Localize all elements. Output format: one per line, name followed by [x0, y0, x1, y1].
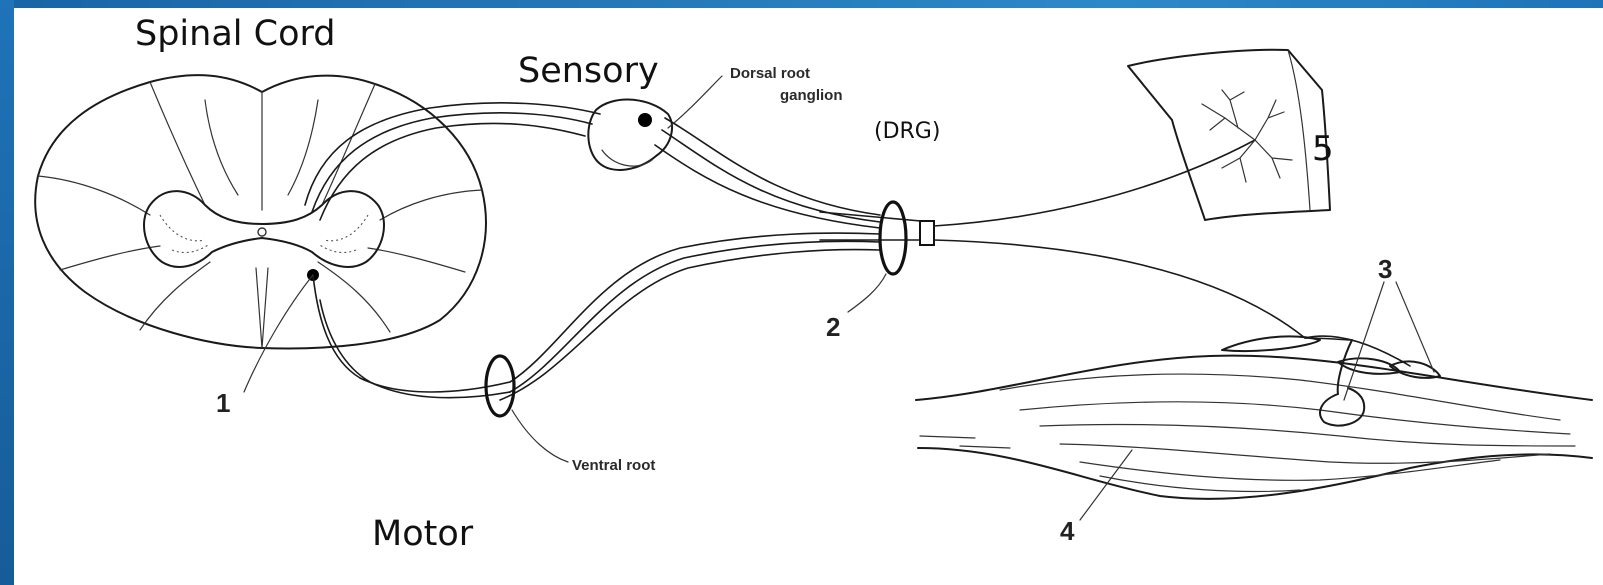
sensory-nerve-branch: [934, 140, 1255, 226]
muscle-top-edge: [916, 356, 1592, 400]
nerve-fiber: [820, 212, 932, 222]
dorsal-root-leader: [668, 76, 722, 128]
muscle-fiber: [1060, 444, 1550, 463]
label-4-leader: [1080, 450, 1132, 520]
receptor-branches: [1202, 90, 1292, 182]
label-2-leader: [848, 274, 886, 312]
label-1-leader: [244, 275, 313, 392]
dorsal-root-label-line2: ganglion: [780, 87, 843, 104]
label-1: 1: [216, 388, 230, 418]
tract-line: [205, 100, 238, 195]
gray-matter-texture: [318, 215, 368, 252]
tendon-lines: [920, 436, 1010, 448]
sensory-label: Sensory: [518, 51, 659, 91]
label-2: 2: [826, 312, 840, 342]
tract-line: [38, 176, 150, 215]
tract-line: [322, 84, 375, 205]
muscle: [916, 282, 1592, 520]
tract-line: [368, 248, 465, 272]
label-4: 4: [1060, 516, 1075, 546]
sensory-fiber: [662, 130, 880, 222]
spinal-nerve: [820, 140, 1305, 338]
anterior-fissure: [256, 268, 268, 348]
spinal-cord-label: Spinal Cord: [135, 14, 335, 54]
sensory-fiber: [665, 118, 880, 215]
tract-line: [60, 246, 160, 270]
motor-nerve-branch: [934, 240, 1305, 338]
spinal-cord-section: [35, 75, 486, 348]
sensory-pathway: [305, 100, 880, 228]
spinal-cord-outline: [35, 75, 486, 348]
tract-line: [150, 82, 205, 205]
spinal-nerve-ring: [880, 202, 906, 274]
tract-line: [140, 262, 210, 330]
skin-receptor: [1128, 50, 1330, 220]
gray-matter-texture: [160, 215, 210, 252]
skin-edge: [1288, 50, 1310, 210]
tract-line: [318, 262, 390, 332]
ventral-root-leader: [512, 410, 568, 462]
dorsal-root-ganglion: [588, 100, 672, 170]
tract-line: [380, 190, 482, 220]
label-3: 3: [1378, 254, 1392, 284]
muscle-fiber: [1040, 424, 1575, 446]
muscle-fiber: [1000, 374, 1560, 420]
drg-label: (DRG): [874, 119, 940, 144]
dorsal-root-fiber: [320, 123, 585, 220]
motor-pathway: [313, 233, 880, 462]
ganglion-cell-body: [638, 113, 652, 127]
ventral-root-fiber: [510, 241, 880, 392]
sensory-fiber: [655, 145, 880, 228]
muscle-fiber: [1020, 402, 1570, 434]
ganglion-lobe: [602, 150, 652, 166]
skin-block: [1128, 50, 1330, 220]
dorsal-root-label-line1: Dorsal root: [730, 65, 810, 82]
ventral-root-fiber: [500, 250, 880, 400]
nerve-end-cap: [920, 221, 934, 245]
motor-fiber: [320, 300, 510, 398]
ventral-root-label: Ventral root: [572, 457, 655, 474]
label-5: 5: [1312, 129, 1334, 169]
motor-label: Motor: [372, 514, 474, 554]
central-canal: [258, 228, 266, 236]
